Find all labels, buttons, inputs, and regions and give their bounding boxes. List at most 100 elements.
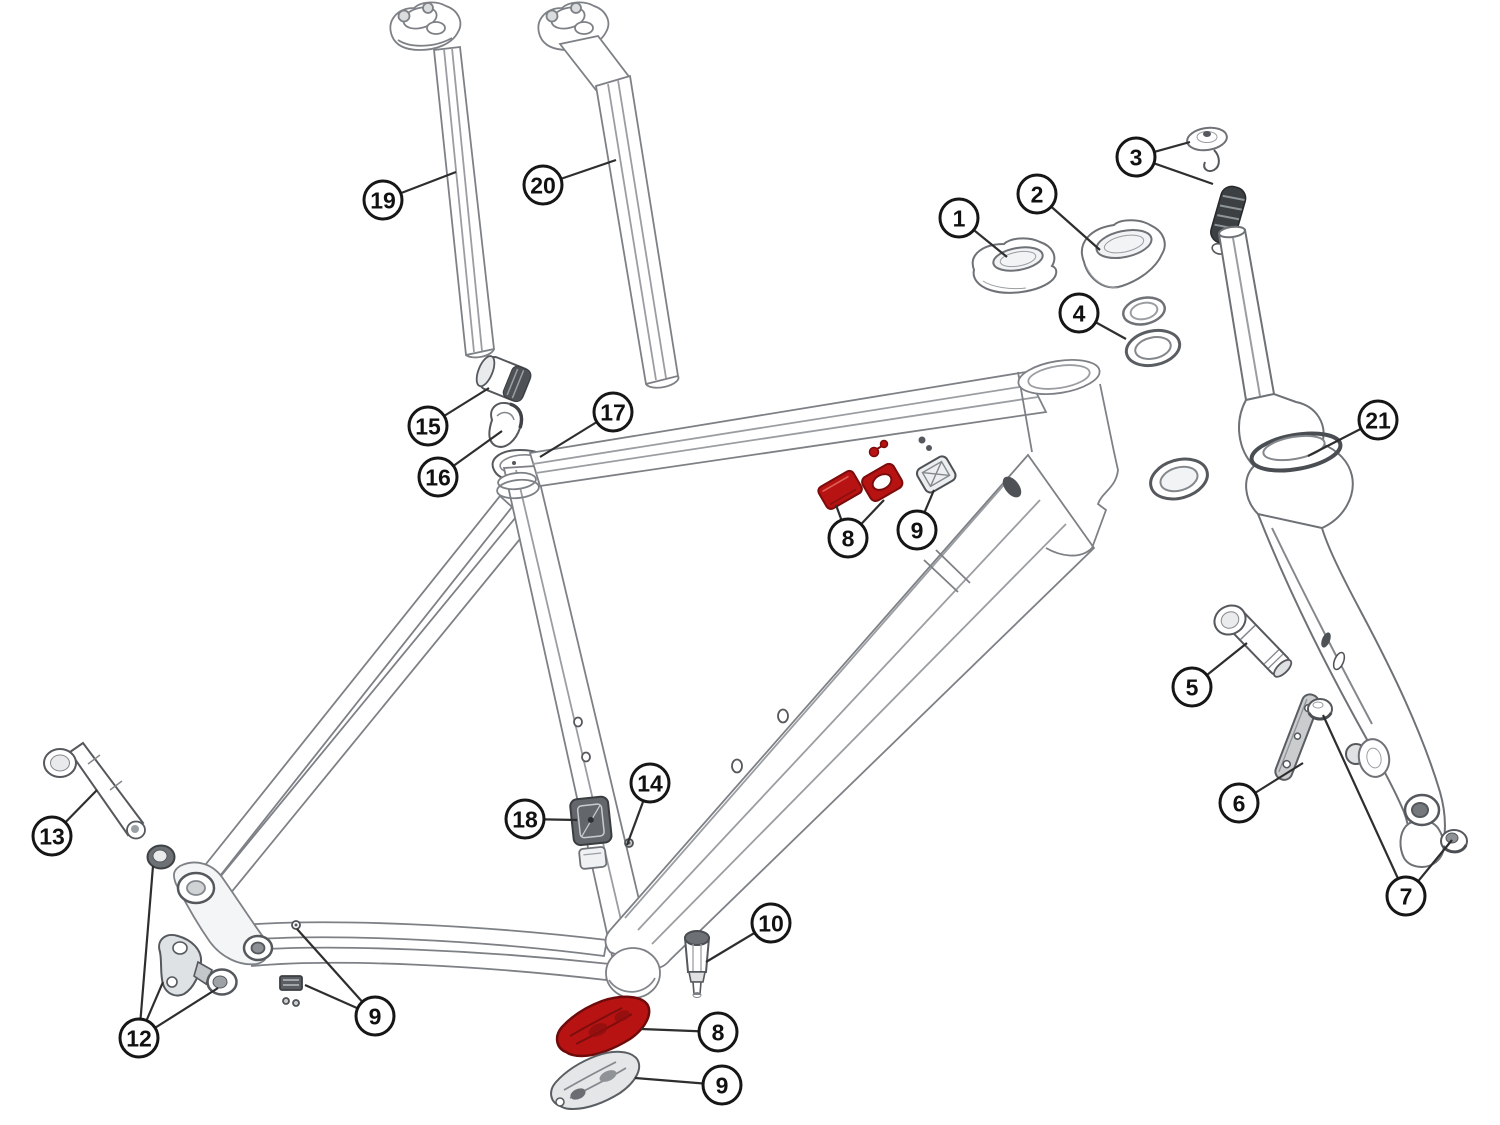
callout-number: 8	[842, 525, 855, 551]
callout-circle	[118, 1017, 160, 1059]
seatpost-wedge-15	[475, 355, 532, 403]
callout-number: 17	[600, 399, 626, 425]
callout-number: 2	[1031, 181, 1044, 207]
callout-number: 16	[425, 464, 451, 490]
clamp-screw	[926, 445, 932, 451]
seat-tube	[502, 465, 652, 958]
bottle-boss	[573, 716, 583, 728]
frame	[173, 359, 1119, 1007]
callout-number: 19	[370, 187, 396, 213]
callout-circle	[750, 902, 792, 944]
callout-18: 18	[504, 798, 578, 840]
guide-screw	[292, 999, 300, 1007]
callout-number: 14	[637, 770, 663, 796]
leader-line	[1322, 714, 1407, 897]
axle-caps-7	[1307, 698, 1468, 854]
head-tube-opening	[1017, 359, 1101, 395]
callout-circle	[938, 197, 980, 239]
cable-guide-clamp	[279, 975, 303, 991]
guide-screw	[282, 997, 290, 1005]
cable-port	[1002, 476, 1022, 498]
top-tube	[528, 371, 1048, 488]
cable-clamp-grey-9	[915, 436, 957, 494]
callout-4: 4	[1058, 292, 1127, 340]
callout-16: 16	[417, 430, 503, 498]
seat-stay	[196, 494, 514, 888]
seatpost-20-shaft	[594, 74, 680, 386]
rear-axle-13	[43, 741, 146, 840]
barrel-plug-10	[683, 930, 711, 998]
callout-6: 6	[1218, 762, 1304, 824]
seatpost-wedge-16	[488, 402, 524, 448]
callout-circle	[827, 517, 869, 559]
callout-circle	[697, 1011, 739, 1053]
derailleur-hanger-set-12	[146, 844, 238, 997]
seat-tube-opening	[497, 471, 537, 491]
clamp-screw	[918, 436, 926, 444]
callout-circle	[1357, 399, 1399, 441]
leader-line	[137, 865, 155, 1039]
callout-circle	[504, 798, 546, 840]
callout-circle	[592, 391, 634, 433]
bottom-bracket-shell	[605, 947, 661, 999]
callout-number: 1	[953, 205, 966, 231]
callout-circle	[417, 456, 459, 498]
callout-circle	[1171, 666, 1213, 708]
callout-circle	[896, 509, 938, 551]
callout-number: 18	[512, 806, 538, 832]
mount-bolt	[587, 816, 594, 823]
callout-circle	[31, 815, 73, 857]
callout-circle	[1385, 875, 1427, 917]
headset-cover-2	[1081, 219, 1166, 289]
callout-number: 9	[716, 1072, 729, 1098]
callout-number: 8	[712, 1019, 725, 1045]
callout-2: 2	[1016, 173, 1101, 251]
callout-number: 5	[1186, 674, 1199, 700]
seatpost-19-shaft	[433, 46, 495, 357]
callout-number: 12	[126, 1025, 152, 1051]
callout-number: 9	[911, 517, 924, 543]
chainstay-protector-grey-9	[550, 1050, 641, 1111]
clamp-bolt	[422, 2, 434, 14]
clamp-bolt	[397, 9, 411, 23]
callout-number: 15	[415, 413, 441, 439]
di2-mount-bracket-red	[861, 462, 904, 502]
callout-number: 20	[530, 172, 556, 198]
fork-21	[1217, 225, 1446, 868]
callout-number: 6	[1233, 790, 1246, 816]
cable-port	[731, 758, 743, 774]
headset-top-cap-3	[1186, 126, 1228, 172]
callout-10: 10	[705, 902, 792, 963]
callout-17: 17	[539, 391, 634, 458]
bottle-boss	[581, 751, 591, 763]
front-derailleur-mount-18	[569, 795, 613, 870]
callout-circle	[354, 995, 396, 1037]
callout-20: 20	[522, 158, 617, 206]
lower-headset-bearing	[1149, 457, 1209, 501]
callout-9: 9	[896, 489, 938, 551]
seat-stay	[209, 515, 531, 902]
callout-number: 7	[1400, 883, 1413, 909]
callout-14: 14	[625, 762, 671, 846]
callout-19: 19	[362, 170, 457, 221]
di2-mount-block-red	[817, 469, 863, 510]
callout-number: 3	[1130, 144, 1143, 170]
callout-number: 9	[369, 1003, 382, 1029]
headset-cover-1	[971, 237, 1058, 294]
cap-bolt	[1203, 131, 1211, 137]
callout-circle	[362, 179, 404, 221]
callout-12: 12	[118, 865, 219, 1059]
callout-5: 5	[1171, 642, 1248, 708]
callout-8: 8	[640, 1011, 739, 1053]
fork-tip	[1399, 819, 1445, 868]
clamp-bolt	[545, 9, 559, 23]
callout-circle	[1218, 782, 1260, 824]
fork-axle-5	[1213, 604, 1293, 678]
callout-number: 13	[39, 823, 65, 849]
callout-15: 15	[407, 387, 490, 447]
guide-disc	[1357, 738, 1391, 778]
callout-number: 21	[1365, 407, 1391, 433]
